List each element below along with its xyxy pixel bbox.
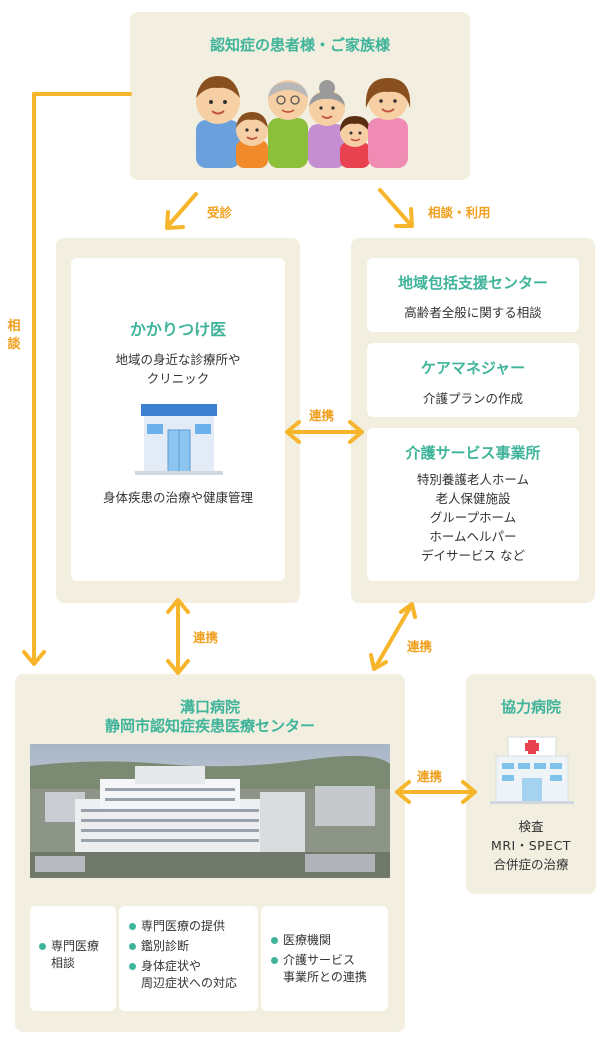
family-illustration	[196, 76, 411, 168]
soudan-riyou-label: 相談・利用	[428, 205, 491, 220]
clinic-building-icon	[135, 404, 223, 475]
partner-panel: 協力病院 検査 MRI・SPECT 合併症の治療	[466, 674, 596, 894]
hospital-title-2: 静岡市認知症疾患医療センター	[104, 717, 315, 735]
jushin-label: 受診	[207, 205, 233, 220]
service-desc-line: 特別養護老人ホーム	[416, 472, 530, 487]
clinic-bottom-text: 身体疾患の治療や健康管理	[102, 490, 253, 505]
clinic-card: かかりつけ医 地域の身近な診療所や クリニック 身体疾患の治療や健康管理	[71, 258, 285, 581]
hospital-panel: 溝口病院 静岡市認知症疾患医療センター 専門医療 相談 専門医	[15, 674, 405, 1032]
clinic-panel: かかりつけ医 地域の身近な診療所や クリニック 身体疾患の治療や健康管理	[56, 238, 300, 603]
renkei-arrow-diagonal	[373, 604, 413, 670]
hospital-role-col-3: 医療機関 介護サービス 事業所との連携	[261, 906, 388, 1011]
service-desc-line: デイサービス など	[421, 548, 525, 563]
hospital-icon	[490, 736, 574, 804]
soudan-vertical-label: 相談	[7, 319, 21, 352]
role-list: 専門医療の提供 鑑別診断 身体症状や 周辺症状への対応	[128, 918, 256, 995]
hospital-role-col-2: 専門医療の提供 鑑別診断 身体症状や 周辺症状への対応	[119, 906, 258, 1011]
consult-line-arrow	[32, 92, 132, 664]
family-title: 認知症の患者様・ご家族様	[209, 36, 390, 54]
grandmother-figure	[308, 80, 346, 168]
girl-figure	[340, 116, 370, 168]
partner-desc-line: MRI・SPECT	[491, 838, 571, 853]
role-item: 医療機関	[270, 932, 386, 949]
role-list: 医療機関 介護サービス 事業所との連携	[270, 932, 386, 989]
jushin-arrow	[166, 192, 198, 228]
renkei-label-2: 連携	[193, 630, 219, 645]
hospital-role-col-1: 専門医療 相談	[30, 906, 116, 1011]
service-desc-line: ホームヘルパー	[429, 529, 517, 544]
service-desc: 介護プランの作成	[422, 391, 523, 406]
service-desc-line: グループホーム	[429, 510, 517, 525]
renkei-label-1: 連携	[309, 408, 335, 423]
service-card-kaigo: 介護サービス事業所 特別養護老人ホーム 老人保健施設 グループホーム ホームヘル…	[367, 428, 579, 581]
role-item: 身体症状や 周辺症状への対応	[128, 958, 256, 992]
role-list: 専門医療 相談	[38, 938, 114, 975]
service-title: 介護サービス事業所	[405, 444, 541, 462]
role-item: 介護サービス 事業所との連携	[270, 952, 386, 986]
renkei-label-3: 連携	[407, 639, 433, 654]
clinic-desc-line-2: クリニック	[146, 371, 210, 386]
renkei-label-4: 連携	[417, 769, 443, 784]
role-item: 専門医療の提供	[128, 918, 256, 935]
father-figure	[196, 76, 240, 168]
boy-figure	[236, 112, 268, 168]
services-panel: 地域包括支援センター 高齢者全般に関する相談 ケアマネジャー 介護プランの作成 …	[351, 238, 595, 603]
service-title: 地域包括支援センター	[397, 274, 548, 292]
family-panel: 認知症の患者様・ご家族様	[130, 12, 470, 180]
clinic-desc-line-1: 地域の身近な診療所や	[115, 352, 241, 367]
grandfather-figure	[268, 80, 308, 168]
role-item: 専門医療 相談	[38, 938, 114, 972]
hospital-photo	[30, 744, 390, 878]
service-desc: 高齢者全般に関する相談	[404, 305, 542, 320]
hospital-title-1: 溝口病院	[179, 698, 240, 716]
mother-figure	[365, 78, 411, 168]
partner-desc-line: 検査	[518, 819, 544, 834]
service-desc-line: 老人保健施設	[435, 491, 511, 506]
service-card-houkatsu: 地域包括支援センター 高齢者全般に関する相談	[367, 258, 579, 332]
partner-desc-line: 合併症の治療	[493, 857, 569, 872]
soudan-riyou-arrow	[378, 188, 412, 226]
role-item: 鑑別診断	[128, 938, 256, 955]
service-title: ケアマネジャー	[420, 359, 526, 377]
clinic-title: かかりつけ医	[129, 320, 227, 339]
partner-title: 協力病院	[500, 698, 561, 716]
service-card-caremanager: ケアマネジャー 介護プランの作成	[367, 343, 579, 417]
